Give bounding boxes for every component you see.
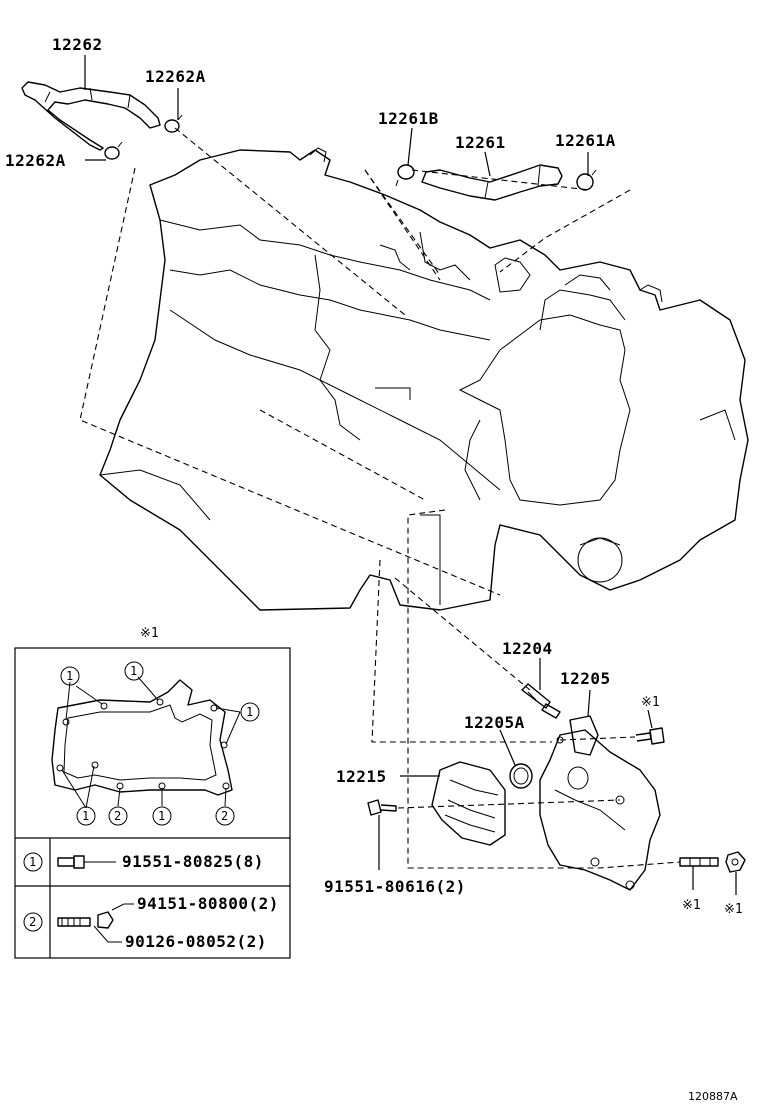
legend-row-2-part-a: 94151-80800(2) [137,894,279,913]
mark-nut: ※1 [724,902,743,917]
callout-1b: 1 [124,661,144,681]
callout-1d: 1 [76,806,96,826]
legend-row-2: 2 94151-80800(2) 90126-08052(2) [23,894,279,951]
svg-text:1: 1 [246,705,253,719]
bolt-91551-80616 [367,799,397,816]
label-12205: 12205 [560,669,611,688]
legend-row-2-index: 2 [29,915,36,929]
label-12262a-top: 12262A [145,67,206,86]
clamp-12261a [576,169,597,191]
hose-12262 [21,81,161,151]
label-12204: 12204 [502,639,553,658]
label-12215: 12215 [336,767,387,786]
svg-text:2: 2 [114,809,121,823]
clamp-12261b [395,164,415,187]
inset-frame [14,647,291,959]
label-12261: 12261 [455,133,506,152]
mark-stud: ※1 [682,898,701,913]
engine-block [99,147,749,611]
figure-code: 120887A [688,1090,738,1103]
callout-1a: 1 [60,666,80,686]
clamp-12262a-top [164,114,183,133]
callout-1c: 1 [240,702,260,722]
label-91551-80616: 91551-80616(2) [324,877,466,896]
cover-12205 [539,715,661,891]
nut [725,851,746,873]
legend-row-1: 1 91551-80825(8) [23,852,264,872]
svg-text:1: 1 [158,809,165,823]
label-12261a: 12261A [555,131,616,150]
hose-12261 [421,164,563,201]
callout-2a: 2 [108,806,128,826]
callout-1e: 1 [152,806,172,826]
sensor-12204 [521,683,561,719]
thermostat-12215 [431,761,506,846]
label-12205a: 12205A [464,713,525,732]
label-12262a-left: 12262A [5,151,66,170]
inset-callouts: 1 1 1 1 2 1 2 [60,661,260,826]
svg-text:1: 1 [66,669,73,683]
inset-mark: ※1 [140,626,159,641]
label-leaders [84,55,737,895]
label-12262: 12262 [52,35,103,54]
leader-lines [79,127,681,869]
bolt-ref [635,727,665,745]
svg-text:1: 1 [82,809,89,823]
svg-text:2: 2 [221,809,228,823]
label-12261b: 12261B [378,109,439,128]
svg-text:1: 1 [130,664,137,678]
legend-row-1-part: 91551-80825(8) [122,852,264,871]
callout-2b: 2 [215,806,235,826]
clamp-12262a-left [104,141,123,160]
legend-row-1-index: 1 [29,855,36,869]
inset-panel: ※1 [14,626,291,959]
stud [679,857,719,867]
gasket [51,679,233,796]
mark-bolt: ※1 [641,695,660,710]
legend-row-2-part-b: 90126-08052(2) [125,932,267,951]
oring-12205a [509,763,533,789]
